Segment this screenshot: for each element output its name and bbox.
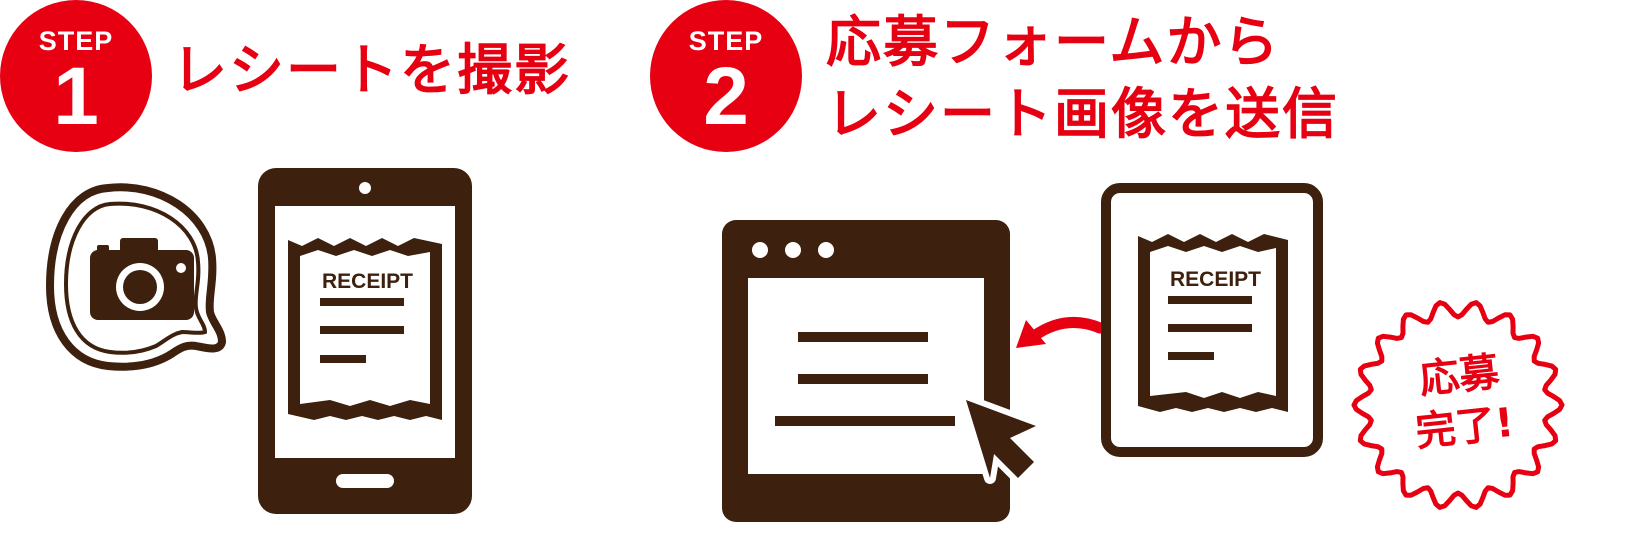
step2-title-line1: 応募フォームから [826,10,1281,74]
completion-text: 応募 完了! [1387,343,1537,461]
arrow-icon [1016,317,1106,348]
browser-window-icon [722,220,1010,522]
step2-badge: STEP 2 [650,0,802,152]
receipt-icon: RECEIPT [288,238,442,420]
step2-badge-number: 2 [703,51,749,142]
receipt-label: RECEIPT [322,270,413,293]
tablet-icon: RECEIPT [1101,183,1323,457]
step1-badge-label: STEP [38,26,114,56]
step2-title-line2: レシート画像を送信 [826,82,1340,146]
starburst-badge [1351,300,1565,510]
camera-icon [45,183,227,371]
step1-badge: STEP 1 [0,0,152,152]
step1-title: レシートを撮影 [172,38,572,102]
cursor-icon [960,394,1042,484]
step2-badge-label: STEP [688,26,764,56]
tablet-receipt-label: RECEIPT [1170,268,1261,291]
step1-badge-number: 1 [53,51,99,142]
